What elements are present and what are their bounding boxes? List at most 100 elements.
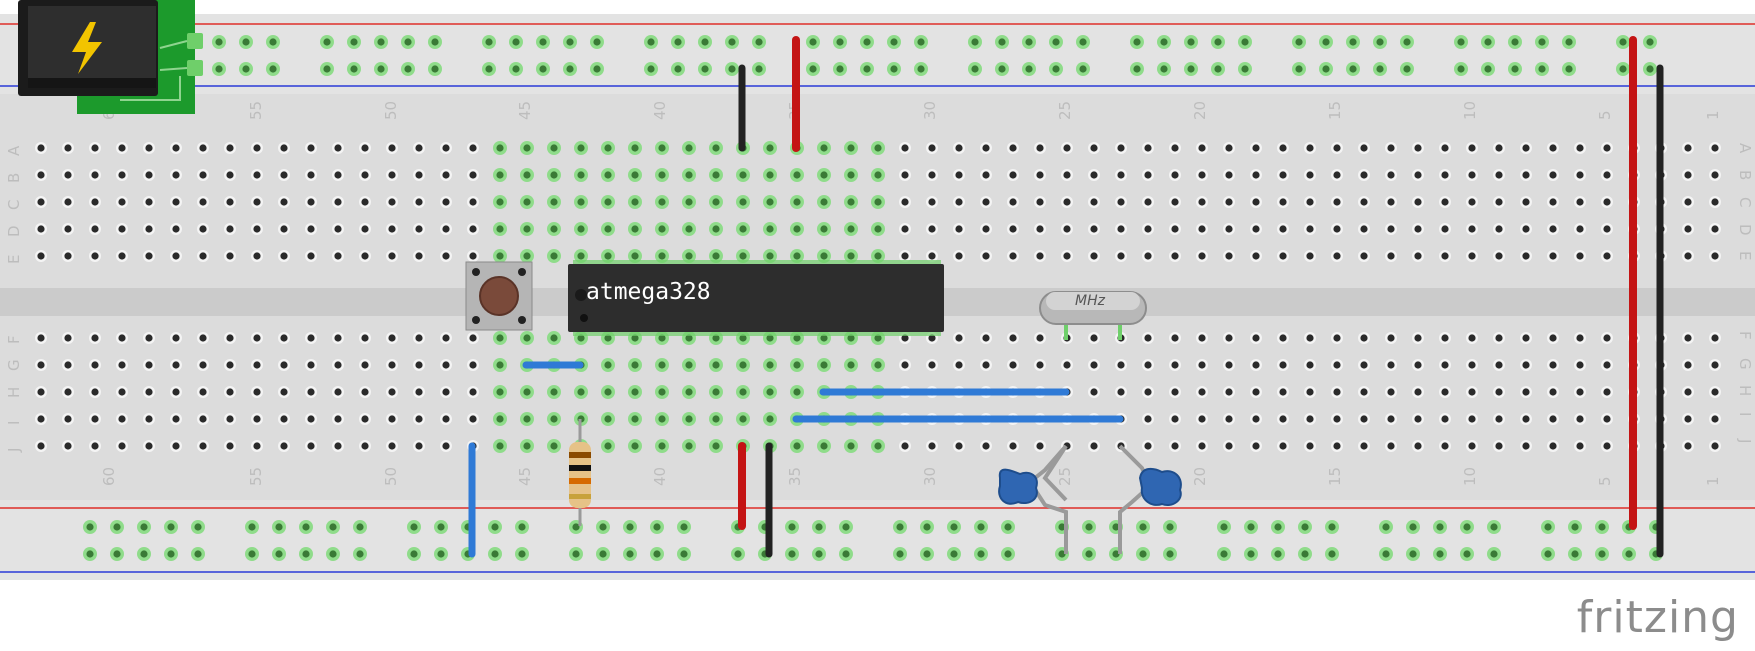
breadboard-hole[interactable] bbox=[604, 144, 612, 152]
breadboard-hole[interactable] bbox=[874, 252, 882, 260]
breadboard-hole[interactable] bbox=[604, 225, 612, 233]
breadboard-hole[interactable] bbox=[415, 415, 423, 423]
breadboard-hole[interactable] bbox=[1306, 442, 1314, 450]
rail-hole[interactable] bbox=[404, 38, 412, 46]
rail-hole[interactable] bbox=[86, 550, 94, 558]
rail-hole[interactable] bbox=[215, 65, 223, 73]
breadboard-hole[interactable] bbox=[91, 252, 99, 260]
breadboard-hole[interactable] bbox=[145, 361, 153, 369]
breadboard-hole[interactable] bbox=[1144, 334, 1152, 342]
breadboard-hole[interactable] bbox=[1225, 144, 1233, 152]
breadboard-hole[interactable] bbox=[1036, 334, 1044, 342]
breadboard-hole[interactable] bbox=[793, 225, 801, 233]
rail-hole[interactable] bbox=[323, 38, 331, 46]
breadboard-hole[interactable] bbox=[1495, 252, 1503, 260]
breadboard-hole[interactable] bbox=[1711, 388, 1719, 396]
rail-hole[interactable] bbox=[734, 550, 742, 558]
breadboard-hole[interactable] bbox=[1063, 252, 1071, 260]
breadboard-hole[interactable] bbox=[658, 171, 666, 179]
breadboard-hole[interactable] bbox=[1603, 388, 1611, 396]
rail-hole[interactable] bbox=[113, 523, 121, 531]
breadboard-hole[interactable] bbox=[496, 252, 504, 260]
breadboard-hole[interactable] bbox=[307, 388, 315, 396]
rail-hole[interactable] bbox=[491, 550, 499, 558]
breadboard-hole[interactable] bbox=[955, 252, 963, 260]
breadboard-hole[interactable] bbox=[1279, 334, 1287, 342]
breadboard-hole[interactable] bbox=[1090, 442, 1098, 450]
rail-hole[interactable] bbox=[701, 65, 709, 73]
breadboard-hole[interactable] bbox=[64, 415, 72, 423]
breadboard-hole[interactable] bbox=[712, 361, 720, 369]
breadboard-hole[interactable] bbox=[1441, 225, 1449, 233]
breadboard-hole[interactable] bbox=[685, 442, 693, 450]
breadboard-hole[interactable] bbox=[550, 334, 558, 342]
breadboard-hole[interactable] bbox=[847, 144, 855, 152]
breadboard-hole[interactable] bbox=[604, 252, 612, 260]
breadboard-hole[interactable] bbox=[1333, 171, 1341, 179]
rail-hole[interactable] bbox=[1133, 38, 1141, 46]
rail-hole[interactable] bbox=[890, 38, 898, 46]
rail-hole[interactable] bbox=[512, 38, 520, 46]
rail-hole[interactable] bbox=[917, 38, 925, 46]
breadboard-hole[interactable] bbox=[766, 388, 774, 396]
rail-hole[interactable] bbox=[356, 523, 364, 531]
breadboard-hole[interactable] bbox=[1711, 225, 1719, 233]
rail-hole[interactable] bbox=[1544, 550, 1552, 558]
rail-hole[interactable] bbox=[653, 550, 661, 558]
rail-hole[interactable] bbox=[728, 65, 736, 73]
breadboard-hole[interactable] bbox=[1144, 388, 1152, 396]
breadboard-hole[interactable] bbox=[1684, 171, 1692, 179]
breadboard-hole[interactable] bbox=[1144, 144, 1152, 152]
breadboard-hole[interactable] bbox=[172, 252, 180, 260]
breadboard-hole[interactable] bbox=[280, 225, 288, 233]
breadboard-hole[interactable] bbox=[1441, 388, 1449, 396]
breadboard-hole[interactable] bbox=[550, 415, 558, 423]
breadboard-hole[interactable] bbox=[1333, 198, 1341, 206]
breadboard-hole[interactable] bbox=[118, 388, 126, 396]
rail-hole[interactable] bbox=[1274, 550, 1282, 558]
breadboard-hole[interactable] bbox=[253, 252, 261, 260]
rail-hole[interactable] bbox=[593, 65, 601, 73]
breadboard-hole[interactable] bbox=[1171, 225, 1179, 233]
breadboard-hole[interactable] bbox=[1495, 334, 1503, 342]
breadboard-hole[interactable] bbox=[199, 252, 207, 260]
breadboard-hole[interactable] bbox=[604, 442, 612, 450]
breadboard-hole[interactable] bbox=[1468, 415, 1476, 423]
breadboard-hole[interactable] bbox=[388, 415, 396, 423]
breadboard-hole[interactable] bbox=[550, 388, 558, 396]
breadboard-hole[interactable] bbox=[361, 361, 369, 369]
crystal[interactable]: MHz bbox=[1039, 291, 1147, 340]
breadboard-hole[interactable] bbox=[901, 198, 909, 206]
rail-hole[interactable] bbox=[842, 523, 850, 531]
breadboard-hole[interactable] bbox=[712, 388, 720, 396]
breadboard-hole[interactable] bbox=[685, 144, 693, 152]
breadboard-hole[interactable] bbox=[1306, 225, 1314, 233]
rail-hole[interactable] bbox=[788, 523, 796, 531]
breadboard-hole[interactable] bbox=[1198, 361, 1206, 369]
rail-hole[interactable] bbox=[410, 550, 418, 558]
breadboard-hole[interactable] bbox=[982, 144, 990, 152]
rail-hole[interactable] bbox=[1058, 550, 1066, 558]
rail-hole[interactable] bbox=[1187, 65, 1195, 73]
breadboard-hole[interactable] bbox=[1495, 144, 1503, 152]
breadboard-hole[interactable] bbox=[91, 442, 99, 450]
breadboard-hole[interactable] bbox=[442, 361, 450, 369]
rail-hole[interactable] bbox=[755, 65, 763, 73]
breadboard-hole[interactable] bbox=[1063, 225, 1071, 233]
breadboard-hole[interactable] bbox=[1306, 415, 1314, 423]
rail-hole[interactable] bbox=[1220, 550, 1228, 558]
breadboard-hole[interactable] bbox=[1252, 361, 1260, 369]
breadboard-hole[interactable] bbox=[820, 198, 828, 206]
breadboard-hole[interactable] bbox=[1117, 225, 1125, 233]
rail-hole[interactable] bbox=[437, 550, 445, 558]
breadboard-hole[interactable] bbox=[1603, 334, 1611, 342]
breadboard-hole[interactable] bbox=[37, 388, 45, 396]
breadboard-hole[interactable] bbox=[1306, 334, 1314, 342]
breadboard-hole[interactable] bbox=[658, 225, 666, 233]
rail-hole[interactable] bbox=[485, 65, 493, 73]
breadboard-hole[interactable] bbox=[118, 361, 126, 369]
breadboard-hole[interactable] bbox=[847, 361, 855, 369]
breadboard-hole[interactable] bbox=[928, 252, 936, 260]
breadboard-hole[interactable] bbox=[1603, 198, 1611, 206]
breadboard-hole[interactable] bbox=[1225, 225, 1233, 233]
